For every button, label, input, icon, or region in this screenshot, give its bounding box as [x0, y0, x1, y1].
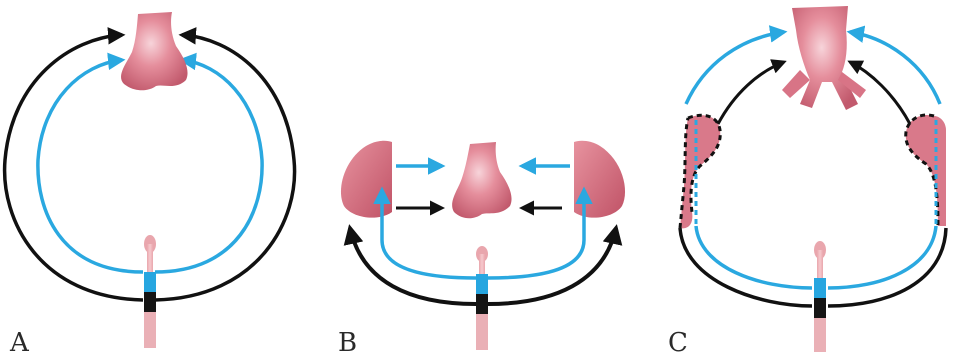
tissue-organoid-icon — [121, 12, 188, 90]
tissue-organoid-icon-b — [452, 142, 511, 218]
black-arrow-left-c — [718, 62, 784, 124]
black-arrow-left-outer-b — [350, 228, 476, 304]
panel-a — [5, 12, 295, 348]
striped-rod-icon-c — [814, 241, 826, 352]
tissue-organoid-icon-c — [782, 6, 866, 110]
panel-label-b: B — [338, 330, 357, 356]
blue-arrow-right-a — [155, 60, 262, 272]
panel-b — [341, 141, 625, 350]
panel-label-a: A — [10, 330, 29, 356]
striped-rod-icon-b — [476, 246, 488, 350]
blue-arrow-left-a — [38, 60, 143, 272]
pink-flap-icon-left — [341, 141, 392, 218]
panel-label-c: C — [668, 330, 688, 356]
dashed-outline-icon-left — [680, 115, 720, 228]
black-arc-bottom-c — [680, 228, 946, 306]
black-arrow-right-outer-b — [488, 228, 616, 304]
pink-flap-icon-right — [574, 141, 625, 218]
dashed-outline-icon-right — [906, 115, 946, 226]
panel-c — [680, 6, 946, 352]
striped-rod-icon — [144, 235, 156, 348]
